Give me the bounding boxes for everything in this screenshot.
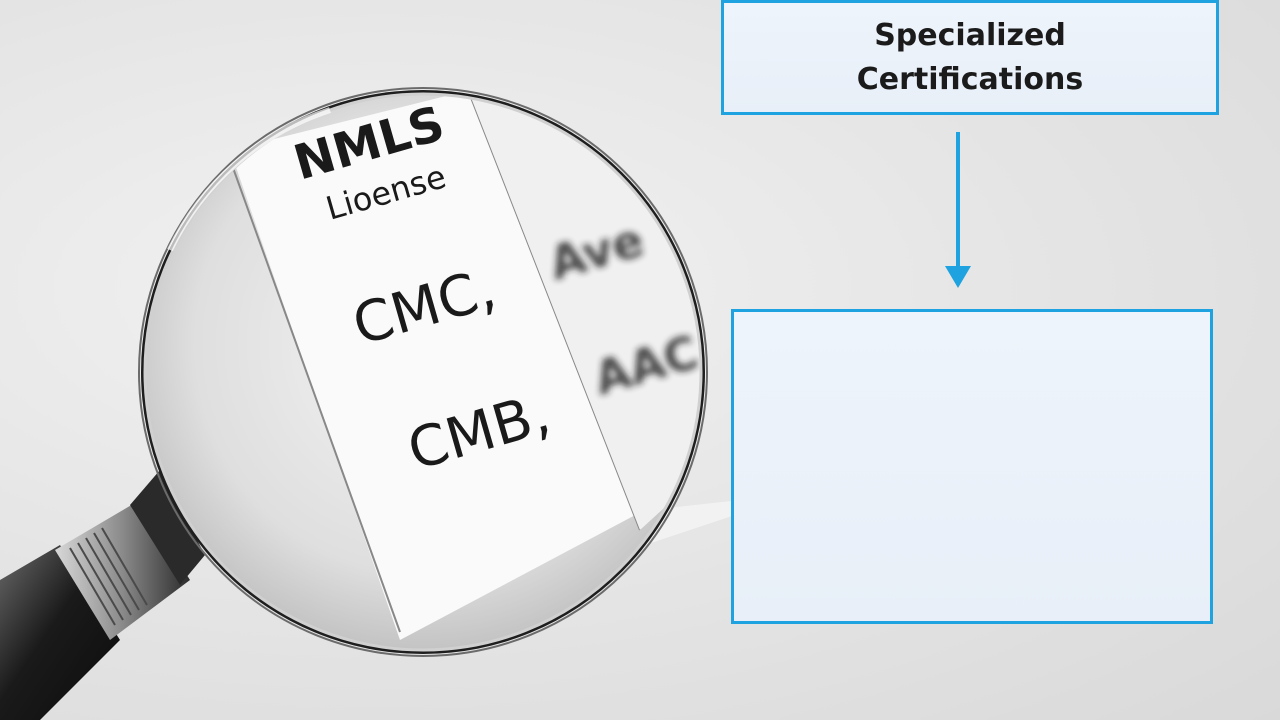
details-box bbox=[731, 309, 1213, 624]
magnifier-handle bbox=[0, 470, 205, 720]
connector-arrow-line bbox=[956, 132, 960, 268]
certifications-box: Specialized Certifications bbox=[721, 0, 1219, 115]
arrow-down-icon bbox=[945, 266, 971, 288]
certifications-title: Specialized Certifications bbox=[856, 17, 1084, 97]
